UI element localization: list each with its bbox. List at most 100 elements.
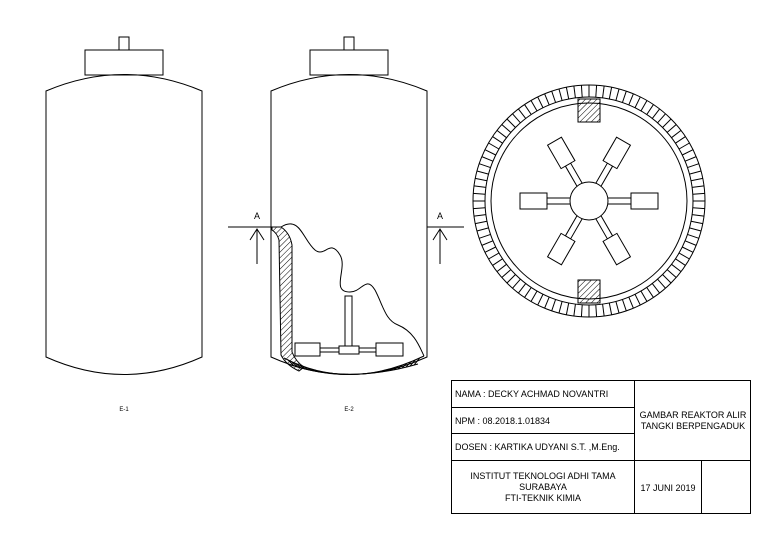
jacket-segment-line <box>488 252 500 260</box>
impeller-blade <box>519 192 572 210</box>
bottom-wall-hash <box>310 368 316 372</box>
bottom-wall-hash <box>413 357 420 366</box>
vessel-e2-jacket-wall <box>271 226 305 372</box>
jacket-segment-line <box>684 156 697 162</box>
jacket-segment-line <box>476 170 489 175</box>
jacket-segment-line <box>551 90 557 103</box>
title-block-nama: NAMA : DECKY ACHMAD NOVANTRI <box>452 381 635 408</box>
vessel-e1-nozzle <box>118 36 130 51</box>
jacket-segment-line <box>634 96 641 108</box>
agitator-arm-right <box>358 347 377 353</box>
impeller-blade-paddle <box>630 192 659 210</box>
title-block-blank-cell <box>702 461 751 514</box>
jacket-segment-line <box>506 118 516 128</box>
bottom-wall-hash <box>401 363 407 369</box>
jacket-segment-line <box>608 87 613 100</box>
title-block: NAMA : DECKY ACHMAD NOVANTRI NPM : 08.20… <box>451 380 751 514</box>
jacket-segment-line <box>657 278 666 289</box>
jacket-segment-line <box>662 274 672 284</box>
section-marker-left-label: A <box>254 211 260 221</box>
jacket-segment-line <box>671 129 682 139</box>
drawing-title-line-2: TANGKI BERPENGADUK <box>640 420 746 431</box>
jacket-segment-line <box>573 304 576 317</box>
impeller-blade <box>594 136 632 188</box>
jacket-segment-line <box>640 100 648 112</box>
institution-line-1: INSTITUT TEKNOLOGI ADHI TAMA <box>470 471 616 481</box>
vessel-e1-label: E-1 <box>119 407 129 413</box>
bottom-wall-hash <box>405 361 412 368</box>
jacket-segment-line <box>492 258 503 266</box>
vessel-e1-body <box>45 74 203 375</box>
impeller-blade-arm <box>564 162 584 188</box>
impeller-blade-arm <box>564 214 584 240</box>
bottom-wall-hash <box>409 359 416 367</box>
jacket-segment-line <box>537 294 544 306</box>
impeller-blade-arm <box>606 197 632 205</box>
section-marker-right <box>427 226 464 264</box>
bottom-wall-hash <box>370 372 373 374</box>
jacket-segment-line <box>524 287 532 298</box>
agitator-arm-left <box>319 347 340 353</box>
jacket-segment-line <box>692 185 705 188</box>
jacket-segment-line <box>692 207 705 210</box>
jacket-segment-line <box>671 263 682 273</box>
top-view-hub <box>569 181 609 221</box>
bottom-wall-hash <box>314 369 320 373</box>
bottom-wall-hash <box>381 369 386 373</box>
jacket-segment-line <box>657 113 666 124</box>
section-marker-left <box>228 226 272 264</box>
jacket-segment-line <box>666 269 677 278</box>
impeller-blade-arm <box>594 214 614 240</box>
jacket-segment-line <box>651 108 661 119</box>
bottom-wall-hash <box>385 368 390 372</box>
jacket-segment-line <box>580 304 583 317</box>
baffle-top <box>577 98 601 123</box>
jacket-segment-line <box>675 136 686 144</box>
jacket-segment-line <box>634 294 641 306</box>
title-block-drawing-title: GAMBAR REAKTOR ALIR TANGKI BERPENGADUK <box>635 381 751 461</box>
title-block-dosen: DOSEN : KARTIKA UDYANI S.T. ,M.Eng. <box>452 434 635 461</box>
jacket-segment-line <box>687 233 700 239</box>
jacket-segment-line <box>517 108 527 119</box>
bottom-wall-hash <box>295 363 302 369</box>
impeller-blade-arm <box>546 197 572 205</box>
vessel-e2-agitator <box>294 295 404 357</box>
jacket-segment-line <box>692 214 705 217</box>
vessel-e2-bottom-wall <box>283 355 425 375</box>
jacket-segment-line <box>687 163 700 169</box>
agitator-blade-left <box>294 342 321 357</box>
agitator-shaft <box>344 295 353 351</box>
jacket-segment-line <box>558 301 563 314</box>
bottom-wall-hash <box>397 364 403 370</box>
jacket-segment-line <box>628 296 634 309</box>
drawing-title-line-1: GAMBAR REAKTOR ALIR <box>639 409 747 420</box>
impeller-blade-paddle <box>519 192 548 210</box>
jacket-segment-line <box>501 124 512 133</box>
jacket-segment-line <box>684 240 697 246</box>
bottom-wall-hash <box>287 359 295 367</box>
jacket-segment-line <box>678 142 690 150</box>
jacket-segment-line <box>484 246 496 253</box>
bottom-wall-hash <box>322 371 327 374</box>
institution-line-2: SURABAYA <box>519 482 567 492</box>
jacket-segment-line <box>481 240 494 246</box>
jacket-segment-line <box>530 290 538 302</box>
jacket-segment-line <box>602 85 605 98</box>
jacket-segment-line <box>473 185 486 188</box>
title-block-date: 17 JUNI 2019 <box>635 461 702 514</box>
jacket-segment-line <box>621 90 627 103</box>
jacket-segment-line <box>595 85 598 98</box>
jacket-segment-line <box>565 87 570 100</box>
jacket-segment-line <box>496 263 507 273</box>
bottom-wall-hash <box>389 367 394 371</box>
jacket-segment-line <box>580 85 583 98</box>
bottom-wall-hash <box>378 370 381 373</box>
jacket-segment-line <box>662 118 672 128</box>
vessel-e2-break-line <box>280 223 425 357</box>
jacket-segment-line <box>678 252 690 260</box>
jacket-segment-line <box>651 283 661 294</box>
jacket-segment-line <box>496 129 507 139</box>
impeller-blade <box>606 192 659 210</box>
jacket-segment-line <box>476 227 489 232</box>
